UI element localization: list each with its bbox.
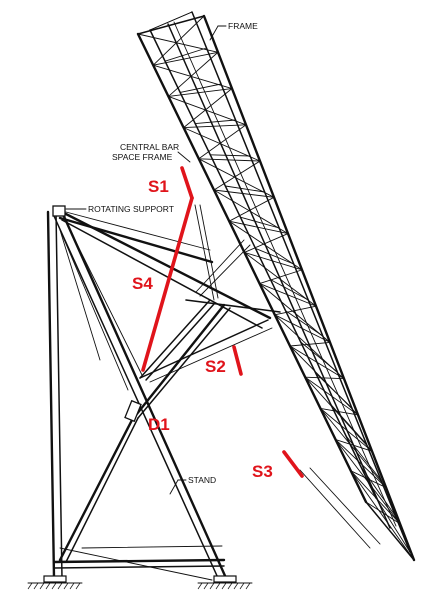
member-s3 [282,450,304,478]
space-frame-label: SPACE FRAME [112,152,173,162]
space-frame-truss [136,11,416,562]
central-bar-label: CENTRAL BAR [120,142,179,152]
stand-label: STAND [188,475,216,485]
s3-label: S3 [252,462,273,481]
member-s1 [180,166,194,200]
member-s2 [232,345,243,376]
member-s4 [141,196,194,372]
d1-label: D1 [148,415,170,434]
frame-label: FRAME [228,21,258,31]
rotating-support-label: ROTATING SUPPORT [88,204,174,214]
s1-label: S1 [148,177,169,196]
s4-label: S4 [132,274,153,293]
s2-label: S2 [205,357,226,376]
stand [27,204,281,590]
